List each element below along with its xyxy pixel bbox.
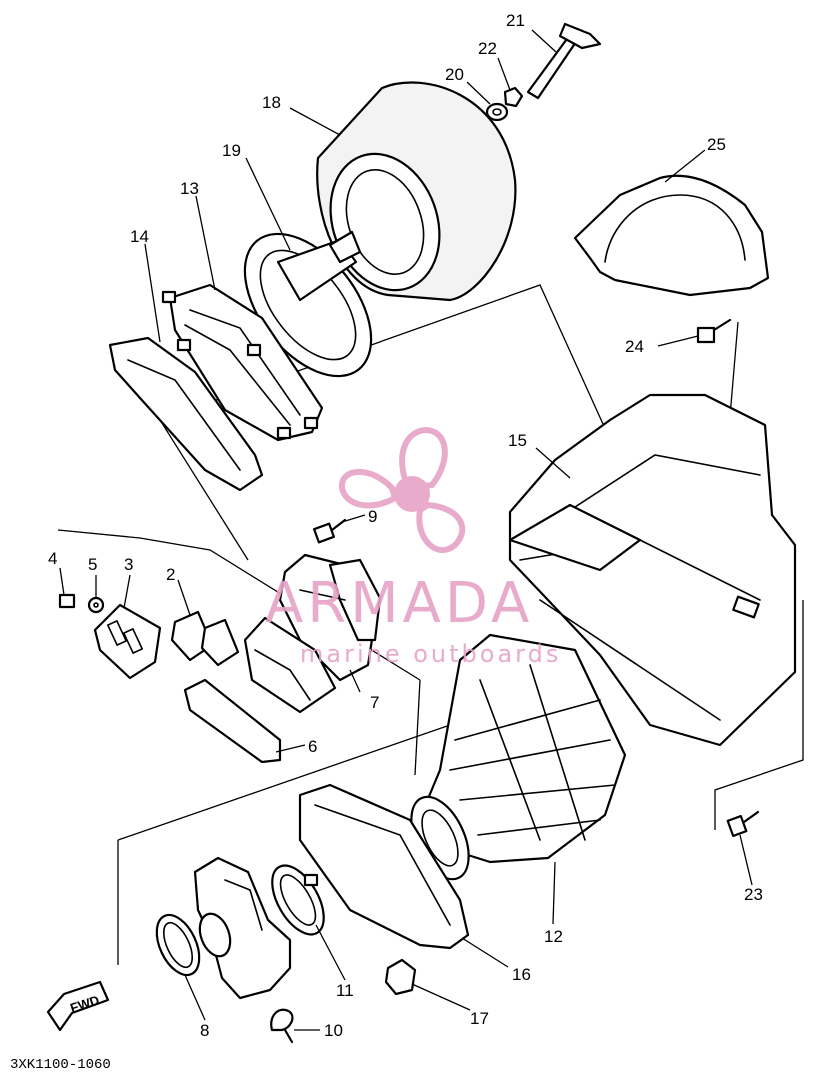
callout-20: 20: [445, 65, 464, 84]
watermark-tagline: marine outboards: [300, 640, 561, 668]
callout-11: 11: [336, 981, 354, 1000]
callout-16: 16: [512, 965, 531, 984]
part-4-screw: [58, 593, 76, 609]
callout-22: 22: [478, 39, 497, 58]
drawing-code: 3XK1100-1060: [10, 1057, 111, 1073]
part-17-collar: [384, 958, 417, 996]
part-16-gasket: [298, 783, 470, 950]
callout-8: 8: [200, 1021, 209, 1040]
part-8-clamp: [155, 913, 201, 977]
part-5-washer: [87, 596, 105, 614]
part-9-bolt: [312, 518, 347, 544]
part-7-carburetor-joint: [278, 553, 382, 682]
callout-12: 12: [544, 927, 563, 946]
callout-23: 23: [744, 885, 763, 904]
callout-5: 5: [88, 555, 97, 574]
callout-2: 2: [166, 565, 175, 584]
part-23-bolt: [726, 810, 760, 838]
part-20-washer: [485, 102, 509, 122]
part-10-clip: [270, 1008, 294, 1044]
part-25-cover: [573, 174, 770, 297]
propeller-logo-icon: [338, 426, 466, 553]
part-13-plate: [161, 283, 324, 442]
callout-17: 17: [470, 1009, 489, 1028]
carburetor-body: [193, 856, 292, 1000]
part-15-air-filter-case: [508, 393, 797, 747]
callout-14: 14: [130, 227, 149, 246]
part-24-bolt: [657, 318, 732, 347]
callout-3: 3: [124, 555, 133, 574]
watermark-brand: ARMADA: [265, 571, 533, 636]
callout-7: 7: [370, 693, 379, 712]
callout-24: 24: [625, 337, 644, 356]
part-11-clamp: [271, 864, 325, 936]
part-22-nut: [503, 86, 524, 108]
fwd-arrow-icon: FWD: [46, 980, 110, 1032]
callout-6: 6: [308, 737, 317, 756]
part-3-reed-stopper: [93, 603, 162, 680]
leader-lines: [59, 29, 753, 1031]
callout-18: 18: [262, 93, 281, 112]
callout-25: 25: [707, 135, 726, 154]
callout-4: 4: [48, 549, 57, 568]
callout-10: 10: [324, 1021, 343, 1040]
part-14-gasket: [108, 336, 264, 492]
callout-13: 13: [180, 179, 199, 198]
part-2-reed-valve: [170, 610, 337, 714]
part-12-intake-joint: [410, 633, 627, 881]
callout-9: 9: [368, 507, 377, 526]
callout-labels: 21 22 20 18 19 13 14 25 24 15 9 4 5 3 2 …: [48, 11, 763, 1040]
part-6-reed-valve-gasket: [183, 678, 282, 764]
callout-19: 19: [222, 141, 241, 160]
callout-15: 15: [508, 431, 527, 450]
watermark: ARMADA marine outboards: [265, 426, 561, 668]
part-21-bolt: [526, 22, 602, 100]
callout-21: 21: [506, 11, 525, 30]
